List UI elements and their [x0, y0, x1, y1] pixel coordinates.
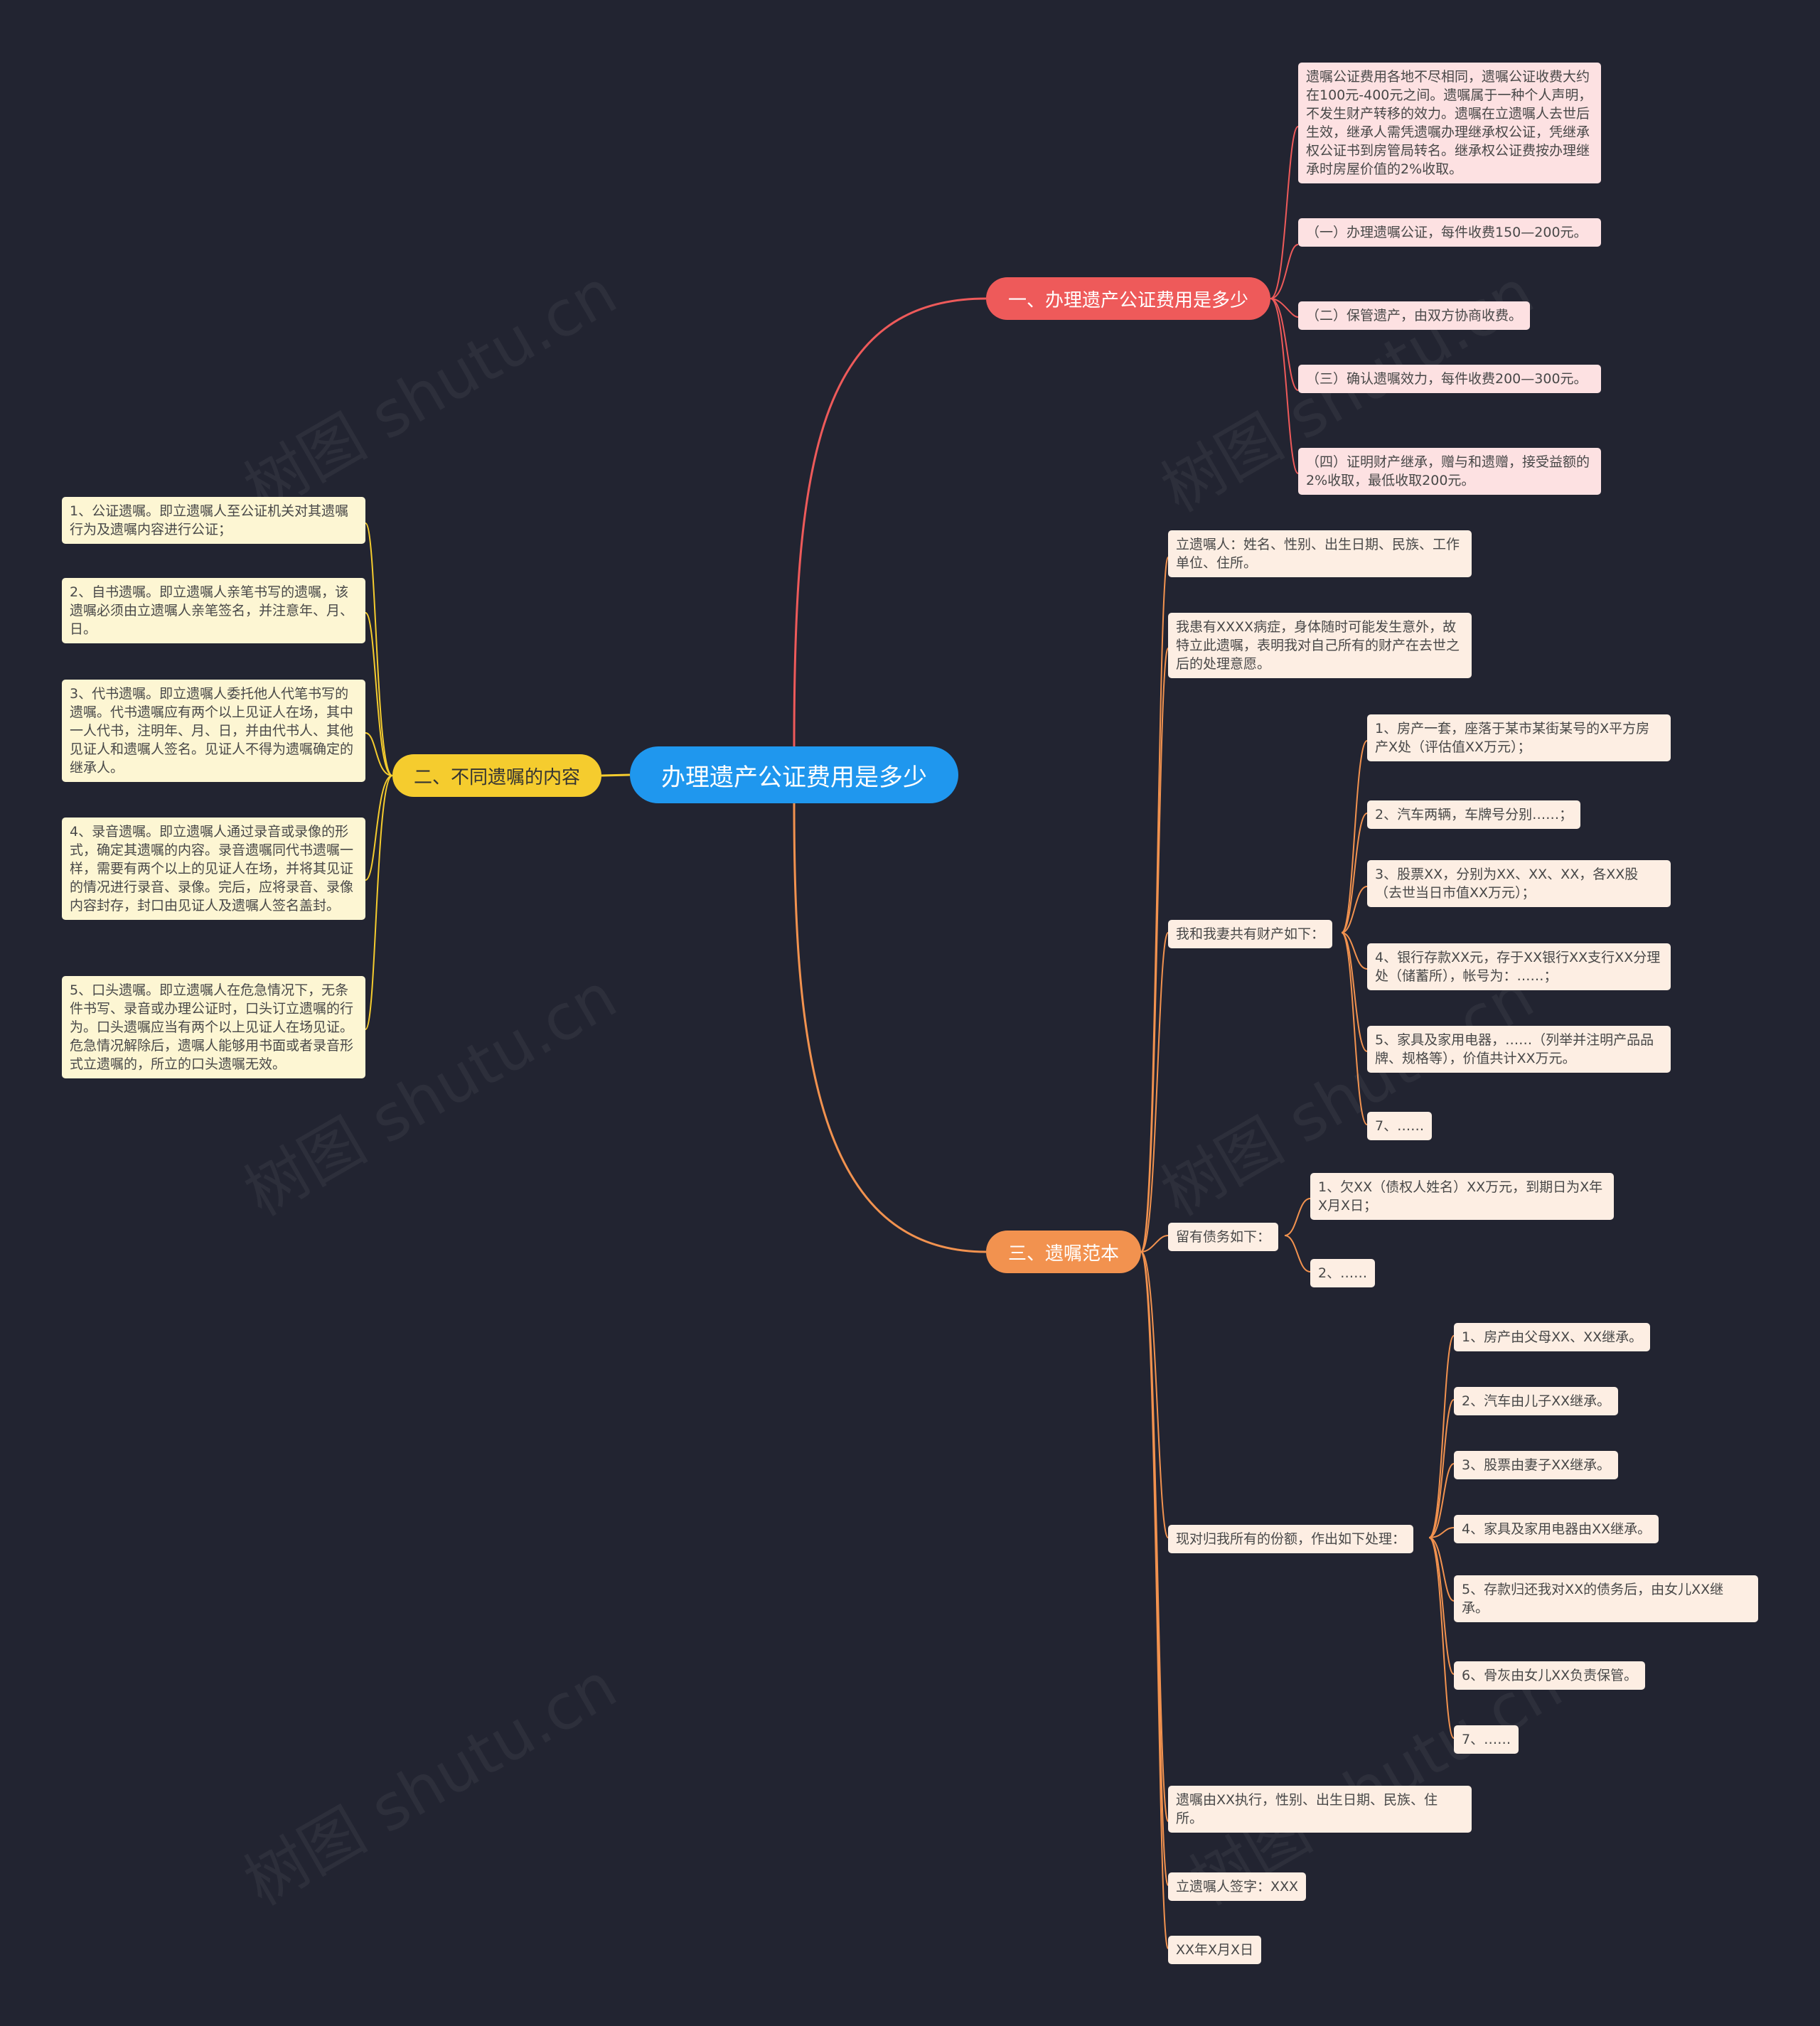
template-executor[interactable]: 遗嘱由XX执行，性别、出生日期、民族、住所。: [1168, 1786, 1472, 1833]
debt-item[interactable]: 2、……: [1310, 1259, 1376, 1287]
template-disposal-label[interactable]: 现对归我所有的份额，作出如下处理：: [1168, 1525, 1414, 1553]
template-illness[interactable]: 我患有XXXX病症，身体随时可能发生意外，故特立此遗嘱，表明我对自己所有的财产在…: [1168, 613, 1472, 678]
template-property-label[interactable]: 我和我妻共有财产如下：: [1168, 920, 1333, 948]
branch-will-template[interactable]: 三、遗嘱范本: [986, 1231, 1141, 1273]
fee-item[interactable]: （二）保管遗产，由双方协商收费。: [1298, 301, 1531, 330]
disposal-item[interactable]: 5、存款归还我对XX的债务后，由女儿XX继承。: [1454, 1575, 1758, 1622]
disposal-item[interactable]: 3、股票由妻子XX继承。: [1454, 1451, 1619, 1479]
branch-will-types[interactable]: 二、不同遗嘱的内容: [392, 754, 601, 797]
debt-item[interactable]: 1、欠XX（债权人姓名）XX万元，到期日为X年X月X日；: [1310, 1173, 1614, 1220]
property-item[interactable]: 5、家具及家用电器，……（列举并注明产品品牌、规格等），价值共计XX万元。: [1367, 1026, 1671, 1073]
will-type-item[interactable]: 3、代书遗嘱。即立遗嘱人委托他人代笔书写的遗嘱。代书遗嘱应有两个以上见证人在场，…: [62, 680, 365, 782]
property-item[interactable]: 1、房产一套，座落于某市某街某号的X平方房产X处（评估值XX万元）；: [1367, 714, 1671, 761]
disposal-item[interactable]: 2、汽车由儿子XX继承。: [1454, 1387, 1619, 1415]
disposal-item[interactable]: 1、房产由父母XX、XX继承。: [1454, 1323, 1651, 1351]
will-type-item[interactable]: 1、公证遗嘱。即立遗嘱人至公证机关对其遗嘱行为及遗嘱内容进行公证；: [62, 497, 365, 544]
disposal-item[interactable]: 6、骨灰由女儿XX负责保管。: [1454, 1661, 1646, 1690]
property-item[interactable]: 4、银行存款XX元，存于XX银行XX支行XX分理处（储蓄所），帐号为：……；: [1367, 943, 1671, 990]
will-type-item[interactable]: 4、录音遗嘱。即立遗嘱人通过录音或录像的形式，确定其遗嘱的内容。录音遗嘱同代书遗…: [62, 818, 365, 920]
fee-item[interactable]: （四）证明财产继承，赠与和遗赠，接受益额的2%收取，最低收取200元。: [1298, 448, 1601, 495]
fee-item[interactable]: （一）办理遗嘱公证，每件收费150—200元。: [1298, 218, 1601, 247]
branch-fee[interactable]: 一、办理遗产公证费用是多少: [986, 277, 1270, 320]
will-type-item[interactable]: 2、自书遗嘱。即立遗嘱人亲笔书写的遗嘱，该遗嘱必须由立遗嘱人亲笔签名，并注意年、…: [62, 578, 365, 643]
template-debts-label[interactable]: 留有债务如下：: [1168, 1223, 1279, 1251]
template-date[interactable]: XX年X月X日: [1168, 1936, 1262, 1964]
template-testator[interactable]: 立遗嘱人：姓名、性别、出生日期、民族、工作单位、住所。: [1168, 530, 1472, 577]
root-topic[interactable]: 办理遗产公证费用是多少: [630, 746, 958, 803]
disposal-item[interactable]: 7、……: [1454, 1725, 1519, 1754]
property-item[interactable]: 7、……: [1367, 1112, 1433, 1140]
fee-overview[interactable]: 遗嘱公证费用各地不尽相同，遗嘱公证收费大约在100元-400元之间。遗嘱属于一种…: [1298, 63, 1601, 183]
property-item[interactable]: 2、汽车两辆，车牌号分别……；: [1367, 800, 1581, 829]
property-item[interactable]: 3、股票XX，分别为XX、XX、XX，各XX股（去世当日市值XX万元）；: [1367, 860, 1671, 907]
fee-item[interactable]: （三）确认遗嘱效力，每件收费200—300元。: [1298, 365, 1601, 393]
will-type-item[interactable]: 5、口头遗嘱。即立遗嘱人在危急情况下，无条件书写、录音或办理公证时，口头订立遗嘱…: [62, 976, 365, 1078]
template-signature[interactable]: 立遗嘱人签字：XXX: [1168, 1872, 1307, 1901]
disposal-item[interactable]: 4、家具及家用电器由XX继承。: [1454, 1515, 1659, 1543]
